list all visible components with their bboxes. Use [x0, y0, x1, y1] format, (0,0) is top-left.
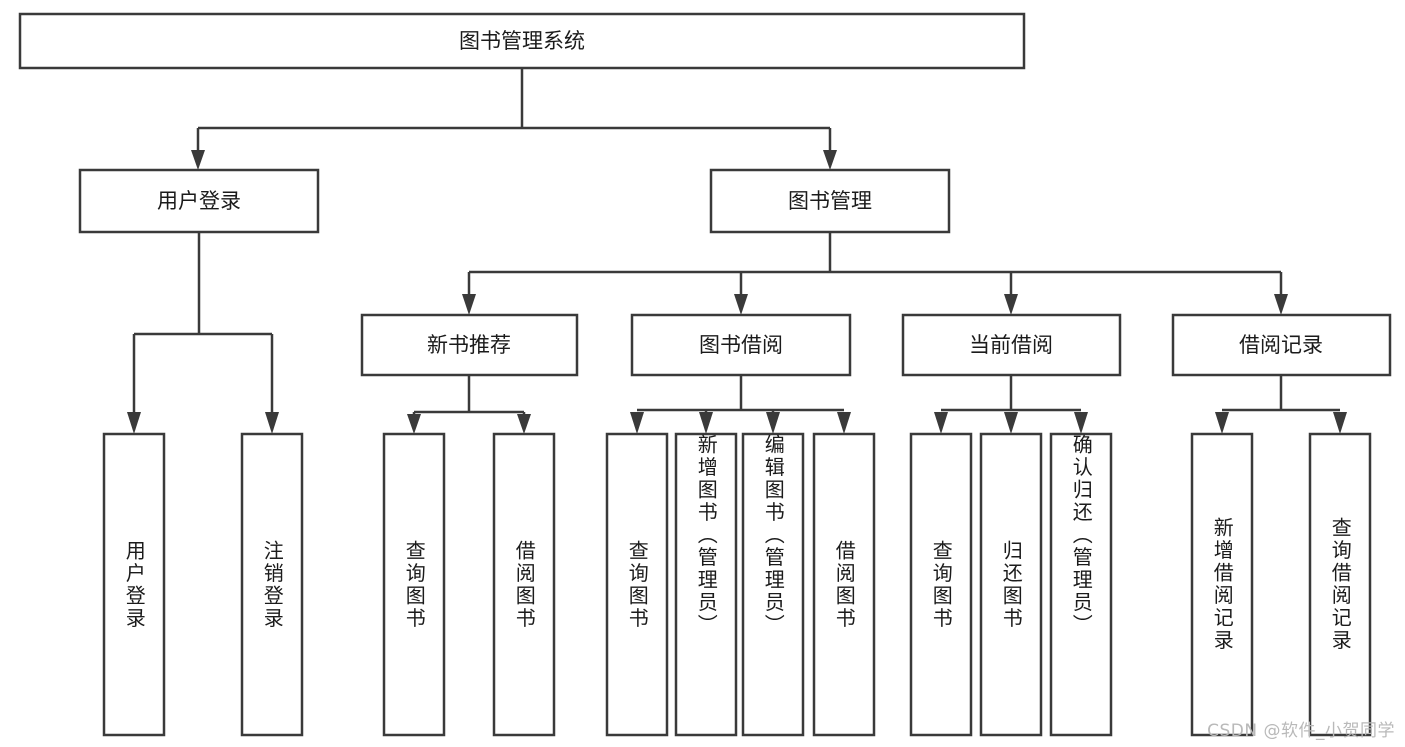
- watermark-text: CSDN @软件_小贺同学: [1207, 721, 1395, 741]
- node-book-manage-box[interactable]: [709, 168, 951, 234]
- node-book-manage-label: 图书管理: [788, 189, 872, 213]
- node-current-borrow-label: 当前借阅: [969, 333, 1053, 357]
- leaf-box-query-book-3[interactable]: [909, 432, 973, 737]
- arrow-bookborrow-leaf-3: [766, 412, 780, 434]
- connector-group: [127, 68, 1347, 434]
- arrow-userlogin-leaf-2: [265, 412, 279, 434]
- leaf-box-query-record[interactable]: [1308, 432, 1372, 737]
- leaf-box-return-book[interactable]: [979, 432, 1043, 737]
- node-book-borrow-label: 图书借阅: [699, 333, 783, 357]
- node-root-label: 图书管理系统: [459, 29, 585, 53]
- leaf-box-query-book-2[interactable]: [605, 432, 669, 737]
- node-label-group: 图书管理系统 用户登录 图书管理 新书推荐 图书借阅 当前借阅 借阅记录: [157, 29, 1323, 357]
- leaf-box-user-login[interactable]: [102, 432, 166, 737]
- node-new-book-rec-box[interactable]: [360, 313, 579, 377]
- node-user-login-box[interactable]: [78, 168, 320, 234]
- node-current-borrow-box[interactable]: [901, 313, 1122, 377]
- leaf-box-borrow-book-2[interactable]: [812, 432, 876, 737]
- arrow-currentborrow-leaf-1: [934, 412, 948, 434]
- node-user-login-label: 用户登录: [157, 189, 241, 213]
- arrow-to-current-borrow: [1004, 294, 1018, 315]
- node-box-group: [18, 12, 1392, 737]
- arrow-to-new-book-rec: [462, 294, 476, 315]
- leaf-box-add-record[interactable]: [1190, 432, 1254, 737]
- node-root-box[interactable]: [18, 12, 1026, 70]
- arrow-bookborrow-leaf-1: [630, 412, 644, 434]
- leaf-box-borrow-book-1[interactable]: [492, 432, 556, 737]
- leaf-box-edit-book[interactable]: [741, 432, 805, 737]
- arrow-root-to-book-manage: [823, 150, 837, 170]
- arrow-currentborrow-leaf-3: [1074, 412, 1088, 434]
- leaf-box-user-logout[interactable]: [240, 432, 304, 737]
- node-book-borrow-box[interactable]: [630, 313, 852, 377]
- arrow-newbook-leaf-2: [517, 414, 531, 434]
- arrow-newbook-leaf-1: [407, 414, 421, 434]
- leaf-box-query-book-1[interactable]: [382, 432, 446, 737]
- leaf-box-add-book[interactable]: [674, 432, 738, 737]
- arrow-root-to-user-login: [191, 150, 205, 170]
- arrow-bookborrow-leaf-4: [837, 412, 851, 434]
- node-borrow-record-box[interactable]: [1171, 313, 1392, 377]
- arrow-bookborrow-leaf-2: [699, 412, 713, 434]
- arrow-borrowrecord-leaf-1: [1215, 412, 1229, 434]
- node-borrow-record-label: 借阅记录: [1239, 333, 1323, 357]
- arrow-currentborrow-leaf-2: [1004, 412, 1018, 434]
- arrow-to-book-borrow: [734, 294, 748, 315]
- arrow-userlogin-leaf-1: [127, 412, 141, 434]
- leaf-box-confirm-return[interactable]: [1049, 432, 1113, 737]
- arrow-borrowrecord-leaf-2: [1333, 412, 1347, 434]
- node-new-book-rec-label: 新书推荐: [427, 333, 511, 357]
- arrow-to-borrow-record: [1274, 294, 1288, 315]
